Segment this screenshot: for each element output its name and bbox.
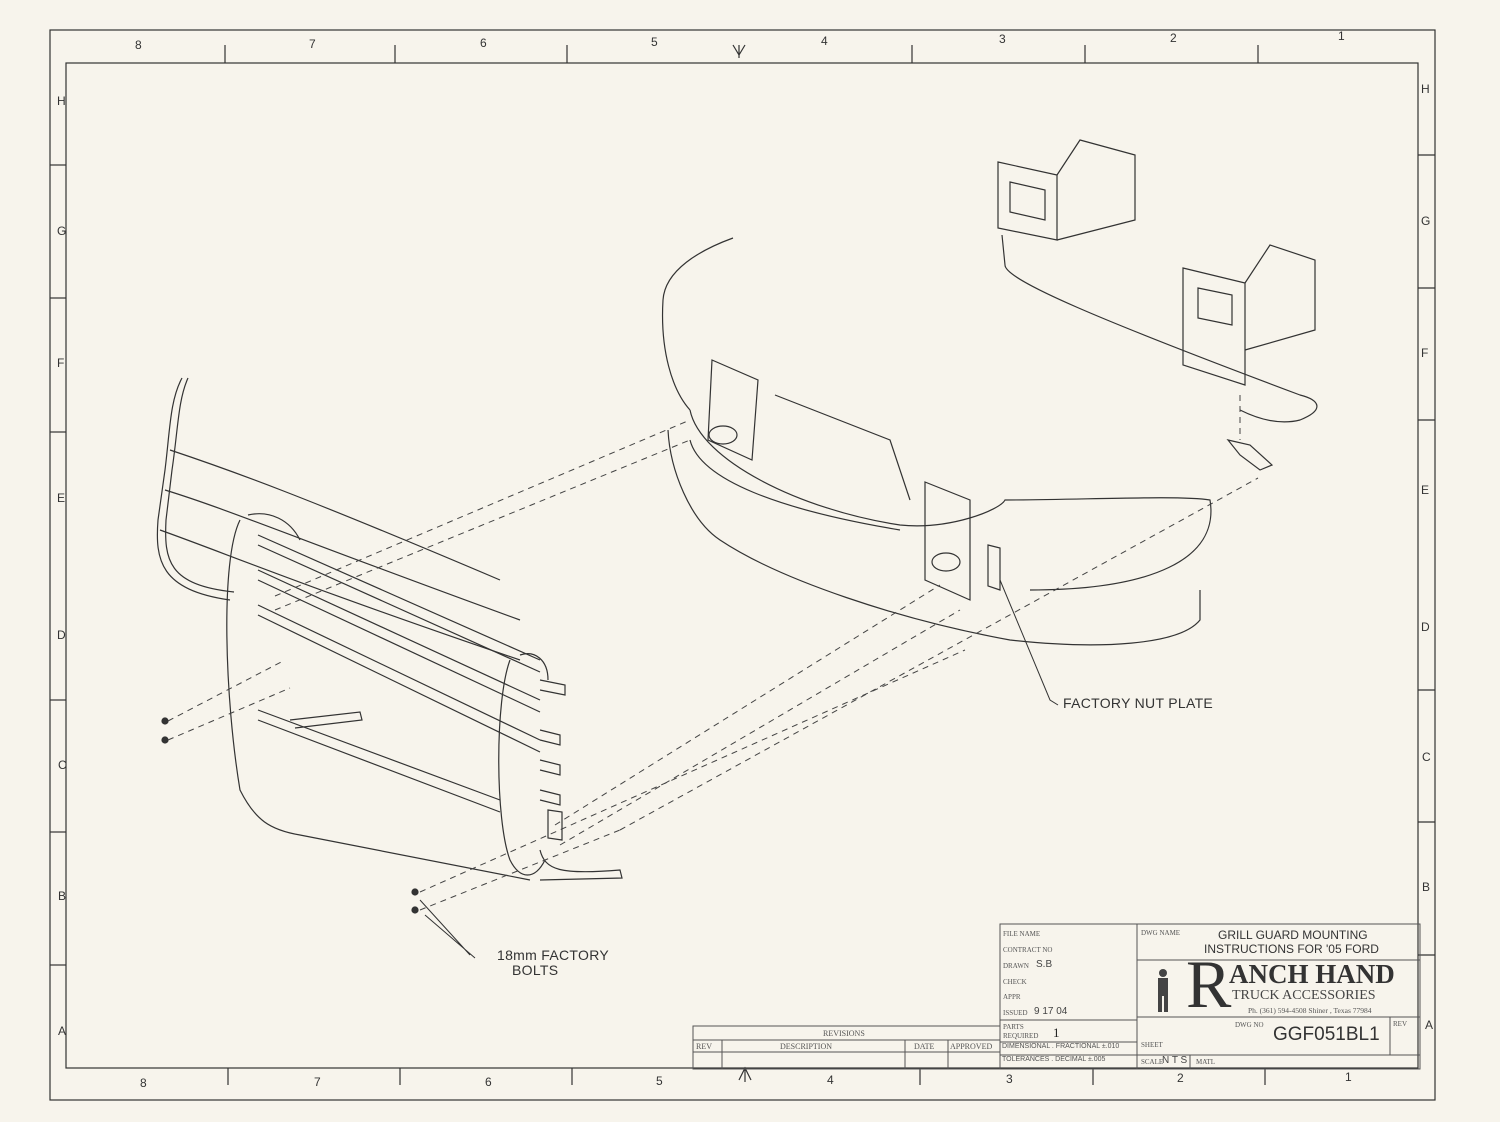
zone-label: 3 <box>999 32 1006 46</box>
zone-label: D <box>1421 620 1430 634</box>
zone-ticks <box>50 45 1435 1085</box>
zone-label: 5 <box>656 1074 663 1088</box>
sheet-label: SHEET <box>1141 1041 1163 1049</box>
zone-label: A <box>58 1024 67 1038</box>
zone-label: 2 <box>1177 1071 1184 1085</box>
parts-value: 1 <box>1053 1025 1060 1040</box>
revisions-header: APPROVED <box>950 1042 993 1051</box>
factory-bolts-label-line1: 18mm FACTORY <box>497 947 609 963</box>
dwg-no-label: DWG NO <box>1235 1021 1264 1029</box>
revisions-title: REVISIONS <box>823 1029 865 1038</box>
bumper-bracket-right <box>924 481 971 601</box>
bumper-bracket-left <box>707 359 759 461</box>
zone-label: D <box>57 628 66 642</box>
title-block-lines <box>692 923 1421 1070</box>
revisions-header: REV <box>696 1042 712 1051</box>
revisions-header: DATE <box>914 1042 935 1051</box>
parts-label-2: REQUIRED <box>1003 1032 1039 1040</box>
zone-label: B <box>58 889 67 903</box>
zone-label: B <box>1422 880 1431 894</box>
zone-label: 2 <box>1170 31 1177 45</box>
zone-label: F <box>57 356 65 370</box>
matl-label: MATL <box>1196 1058 1216 1066</box>
zone-label: 3 <box>1006 1072 1013 1086</box>
zone-label: A <box>1425 1018 1434 1032</box>
dwg-name-label: DWG NAME <box>1141 929 1181 937</box>
dwg-name-line2: INSTRUCTIONS FOR '05 FORD <box>1204 942 1379 956</box>
company-name: ANCH HAND <box>1229 959 1395 989</box>
center-mark-bottom <box>738 1066 752 1082</box>
leader-lines <box>419 579 1059 959</box>
file-name-label: FILE NAME <box>1003 930 1041 938</box>
zone-label: 7 <box>309 37 316 51</box>
zone-label: 4 <box>827 1073 834 1087</box>
company-subtitle: TRUCK ACCESSORIES <box>1232 988 1376 1003</box>
zone-label: C <box>1422 750 1431 764</box>
zone-label: 1 <box>1338 29 1345 43</box>
factory-nut-plate-label: FACTORY NUT PLATE <box>1063 695 1214 711</box>
drawn-label: DRAWN <box>1003 962 1029 970</box>
dwg-name-line1: GRILL GUARD MOUNTING <box>1218 928 1368 942</box>
grill-guard <box>156 377 623 881</box>
zone-label: G <box>57 224 67 238</box>
zone-label: H <box>57 94 66 108</box>
contract-label: CONTRACT NO <box>1003 946 1053 954</box>
company-contact: Ph. (361) 594-4508 Shiner , Texas 77984 <box>1248 1006 1372 1015</box>
center-mark-top <box>732 44 746 58</box>
factory-bolts-label-line2: BOLTS <box>512 962 559 978</box>
scale-value: N T S <box>1162 1055 1188 1066</box>
zone-label: 6 <box>485 1075 492 1089</box>
drawing-number: GGF051BL1 <box>1273 1024 1380 1045</box>
tolerance-line2: TOLERANCES . DECIMAL ±.005 <box>1002 1056 1106 1063</box>
frame-brackets <box>997 139 1318 471</box>
parts-label-1: PARTS <box>1003 1023 1024 1031</box>
zone-label: F <box>1421 346 1429 360</box>
assembly-lines <box>167 395 1259 911</box>
check-label: CHECK <box>1003 978 1027 986</box>
zone-label: H <box>1421 82 1430 96</box>
scale-label: SCALE <box>1141 1058 1164 1066</box>
zone-label: C <box>58 758 67 772</box>
bumper <box>661 237 1212 646</box>
zone-label: E <box>57 491 66 505</box>
tolerance-line1: DIMENSIONAL . FRACTIONAL ±.010 <box>1002 1043 1120 1050</box>
drawn-value: S.B <box>1036 959 1053 970</box>
appr-label: APPR <box>1003 993 1021 1001</box>
company-logo-initial: R <box>1186 946 1232 1022</box>
zone-label: 6 <box>480 36 487 50</box>
bolts <box>161 717 419 914</box>
rev-label: REV <box>1393 1020 1407 1028</box>
zone-label: 8 <box>135 38 142 52</box>
zone-label: E <box>1421 483 1430 497</box>
zone-label: 7 <box>314 1075 321 1089</box>
zone-label: 1 <box>1345 1070 1352 1084</box>
factory-nut-plate <box>987 544 1001 591</box>
issued-value: 9 17 04 <box>1034 1006 1068 1017</box>
zone-label: 5 <box>651 35 658 49</box>
zone-label: G <box>1421 214 1431 228</box>
cowboy-logo-icon <box>1158 969 1168 1012</box>
zone-label: 8 <box>140 1076 147 1090</box>
inner-border <box>65 62 1419 1069</box>
zone-label: 4 <box>821 34 828 48</box>
issued-label: ISSUED <box>1003 1009 1028 1017</box>
revisions-header: DESCRIPTION <box>780 1042 833 1051</box>
outer-border <box>49 29 1436 1101</box>
